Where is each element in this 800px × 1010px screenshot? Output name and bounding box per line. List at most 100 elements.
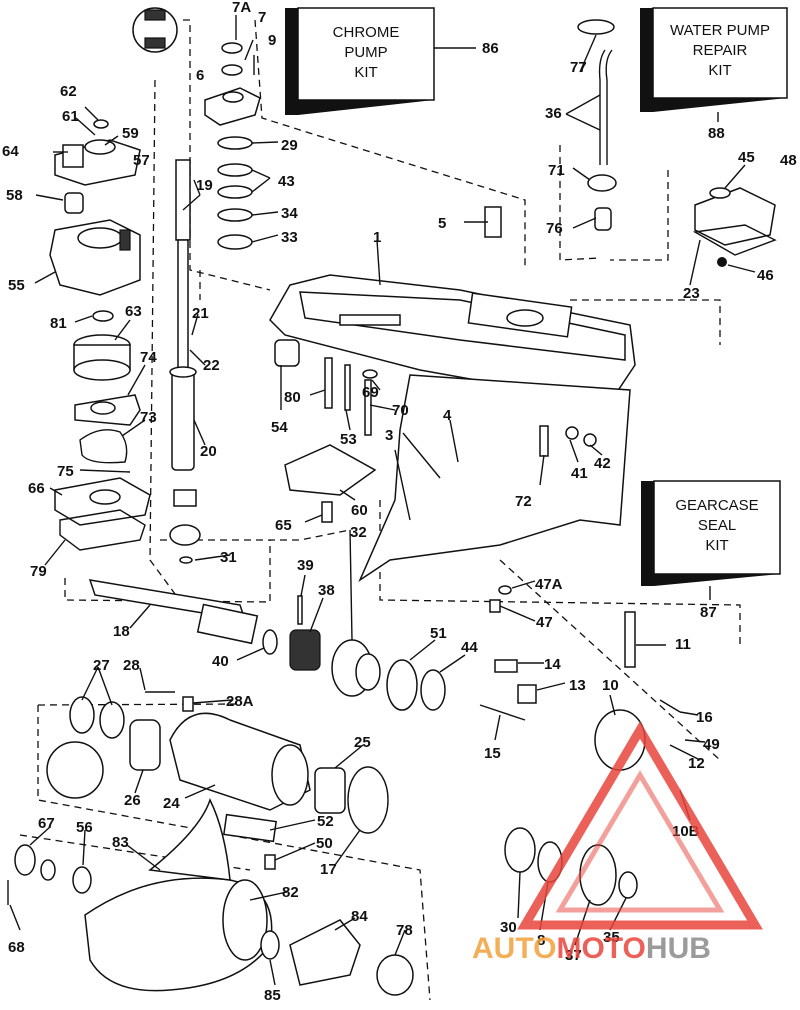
callout-35: 35: [603, 929, 620, 946]
callout-55: 55: [8, 277, 25, 294]
callout-6: 6: [196, 67, 204, 84]
callout-3: 3: [385, 427, 393, 444]
callout-80: 80: [284, 389, 301, 406]
callout-59: 59: [122, 125, 139, 142]
callout-71: 71: [548, 162, 565, 179]
callout-36: 36: [545, 105, 562, 122]
callout-53: 53: [340, 431, 357, 448]
callout-18: 18: [113, 623, 130, 640]
callout-5: 5: [438, 215, 446, 232]
callout-88: 88: [708, 125, 725, 142]
callout-48: 48: [780, 152, 797, 169]
callout-84: 84: [351, 908, 368, 925]
water-pump-kit-text-line: REPAIR: [693, 42, 748, 59]
chrome-pump-kit-box: CHROME PUMP KIT: [285, 7, 476, 115]
water-tube-parts: [577, 19, 777, 267]
callout-39: 39: [297, 557, 314, 574]
svg-text:AUTOMOTOHUB: AUTOMOTOHUB: [472, 932, 711, 965]
callout-15: 15: [484, 745, 501, 762]
callout-21: 21: [192, 305, 209, 322]
callout-22: 22: [203, 357, 220, 374]
callout-82: 82: [282, 884, 299, 901]
callout-45: 45: [738, 149, 755, 166]
callout-42: 42: [594, 455, 611, 472]
water-pump-kit-text-line: KIT: [708, 62, 731, 79]
chrome-pump-kit-text-line: KIT: [354, 64, 377, 81]
callout-78: 78: [396, 922, 413, 939]
callout-70: 70: [392, 402, 409, 419]
leader-lines: [9, 15, 756, 986]
callout-44: 44: [461, 639, 478, 656]
callout-87: 87: [700, 604, 717, 621]
callout-12: 12: [688, 755, 705, 772]
watermark-hub: HUB: [646, 932, 711, 965]
callout-33: 33: [281, 229, 298, 246]
water-pump-components: [49, 119, 151, 551]
callout-40: 40: [212, 653, 229, 670]
callout-56: 56: [76, 819, 93, 836]
callout-66: 66: [28, 480, 45, 497]
bearing-housing: [46, 691, 389, 870]
callout-60: 60: [351, 502, 368, 519]
callout-73: 73: [140, 409, 157, 426]
gearcase-seal-kit-text-line: GEARCASE: [675, 497, 758, 514]
callout-77: 77: [570, 59, 587, 76]
callout-32: 32: [350, 524, 367, 541]
callout-51: 51: [430, 625, 447, 642]
callout-63: 63: [125, 303, 142, 320]
chrome-pump-kit-text: CHROME PUMP KIT: [333, 24, 400, 81]
misc-small-parts: [274, 206, 681, 713]
callout-1: 1: [373, 229, 381, 246]
callout-47a: 47A: [535, 576, 563, 593]
callout-83: 83: [112, 834, 129, 851]
watermark-logo: AUTOMOTOHUB: [472, 721, 763, 965]
chrome-pump-kit-text-line: CHROME: [333, 24, 400, 41]
callout-41: 41: [571, 465, 588, 482]
gearcase-housing: [269, 274, 636, 583]
callout-11: 11: [675, 636, 691, 653]
propshaft-gears: [88, 579, 646, 771]
callout-20: 20: [200, 443, 217, 460]
callout-52: 52: [317, 813, 334, 830]
callout-57: 57: [133, 152, 150, 169]
callout-30: 30: [500, 919, 517, 936]
callout-29: 29: [281, 137, 298, 154]
callout-17: 17: [320, 861, 337, 878]
callout-64: 64: [2, 143, 19, 160]
callout-49: 49: [703, 736, 720, 753]
callout-10: 10: [602, 677, 619, 694]
callout-9: 9: [268, 32, 276, 49]
callout-85: 85: [264, 987, 281, 1004]
callout-75: 75: [57, 463, 74, 480]
callout-38: 38: [318, 582, 335, 599]
callout-28a: 28A: [226, 693, 254, 710]
chrome-pump-kit-text-line: PUMP: [344, 44, 387, 61]
callout-34: 34: [281, 205, 298, 222]
callout-7a: 7A: [232, 0, 251, 16]
callout-16: 16: [696, 709, 713, 726]
watermark-moto: MOTO: [556, 932, 645, 965]
callout-24: 24: [163, 795, 180, 812]
gearcase-seal-kit-text-line: KIT: [705, 537, 728, 554]
watermark-auto: AUTO: [472, 932, 556, 965]
callout-54: 54: [271, 419, 288, 436]
propeller: [7, 798, 414, 996]
callout-47: 47: [536, 614, 553, 631]
callout-46: 46: [757, 267, 774, 284]
callout-28: 28: [123, 657, 140, 674]
callout-72: 72: [515, 493, 532, 510]
callout-7: 7: [258, 9, 266, 26]
callout-19: 19: [196, 177, 213, 194]
callout-26: 26: [124, 792, 141, 809]
callout-4: 4: [443, 407, 452, 424]
callout-62: 62: [60, 83, 77, 100]
callout-31: 31: [220, 549, 237, 566]
callout-68: 68: [8, 939, 25, 956]
callout-25: 25: [354, 734, 371, 751]
